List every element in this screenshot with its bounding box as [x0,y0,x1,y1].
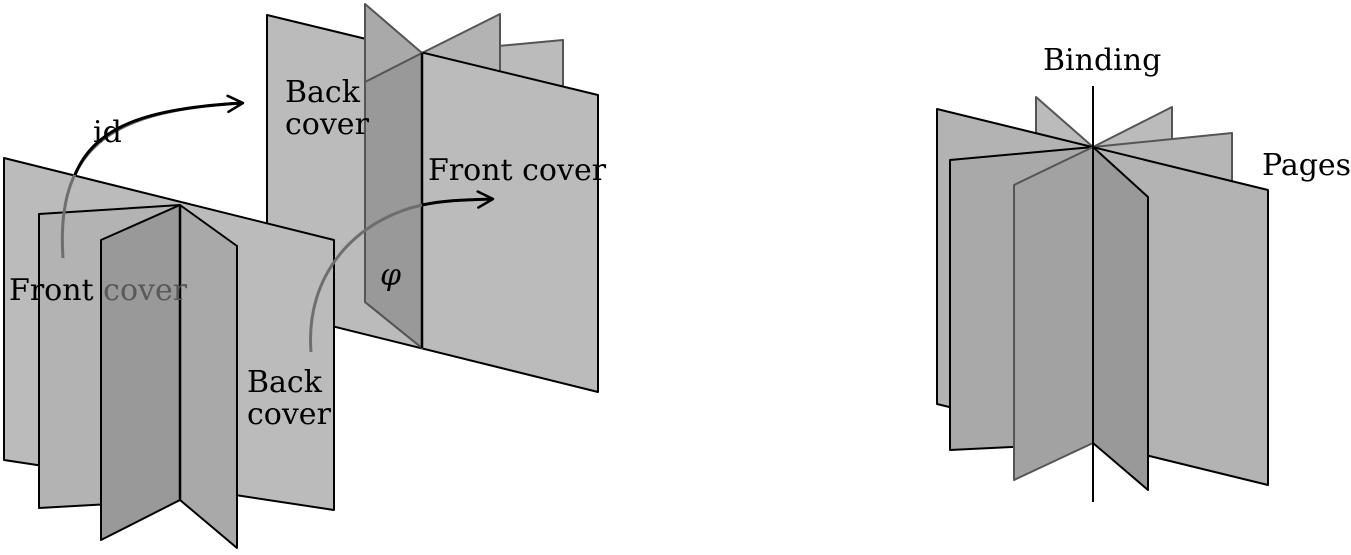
label-front-cover-top: Front cover [428,153,607,188]
book-identity [3,157,335,549]
label-phi: φ [380,258,401,293]
page-right-f [1013,146,1094,481]
page-right-g [1092,146,1149,491]
label-front-cover-left-visible: Front [9,273,94,308]
label-pages: Pages [1262,148,1351,183]
arrow-rotation [309,190,495,353]
label-binding: Binding [1043,43,1161,78]
label-back-cover-top-line2: cover [285,107,370,142]
page-left-4 [100,204,181,541]
label-back-cover-top-line1: Back [285,75,361,110]
label-front-cover-left-hidden: cover [94,273,188,308]
label-front-cover-left: Front cover [9,273,188,308]
label-back-cover-bottom-line2: cover [247,397,332,432]
page-back-cover [364,52,423,349]
page-left-3 [179,204,238,549]
arrow-identity [60,94,245,259]
label-back-cover-bottom-line1: Back [247,365,323,400]
label-id: id [93,115,122,150]
book-generic [936,86,1269,502]
